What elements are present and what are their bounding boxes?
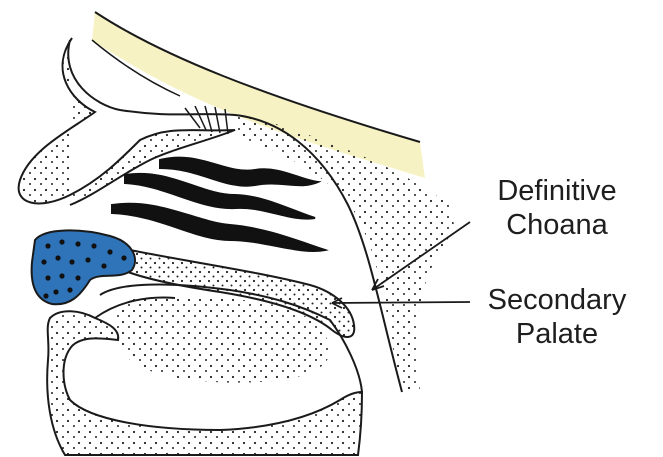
label-definitive-choana-line2: Choana — [472, 208, 642, 242]
premaxilla — [32, 230, 135, 304]
label-secondary-palate-line1: Secondary — [472, 283, 642, 317]
label-secondary-palate: Secondary Palate — [472, 283, 642, 351]
label-secondary-palate-line2: Palate — [472, 317, 642, 351]
palate-pointer — [332, 302, 470, 303]
label-definitive-choana: Definitive Choana — [472, 174, 642, 242]
label-definitive-choana-line1: Definitive — [472, 174, 642, 208]
